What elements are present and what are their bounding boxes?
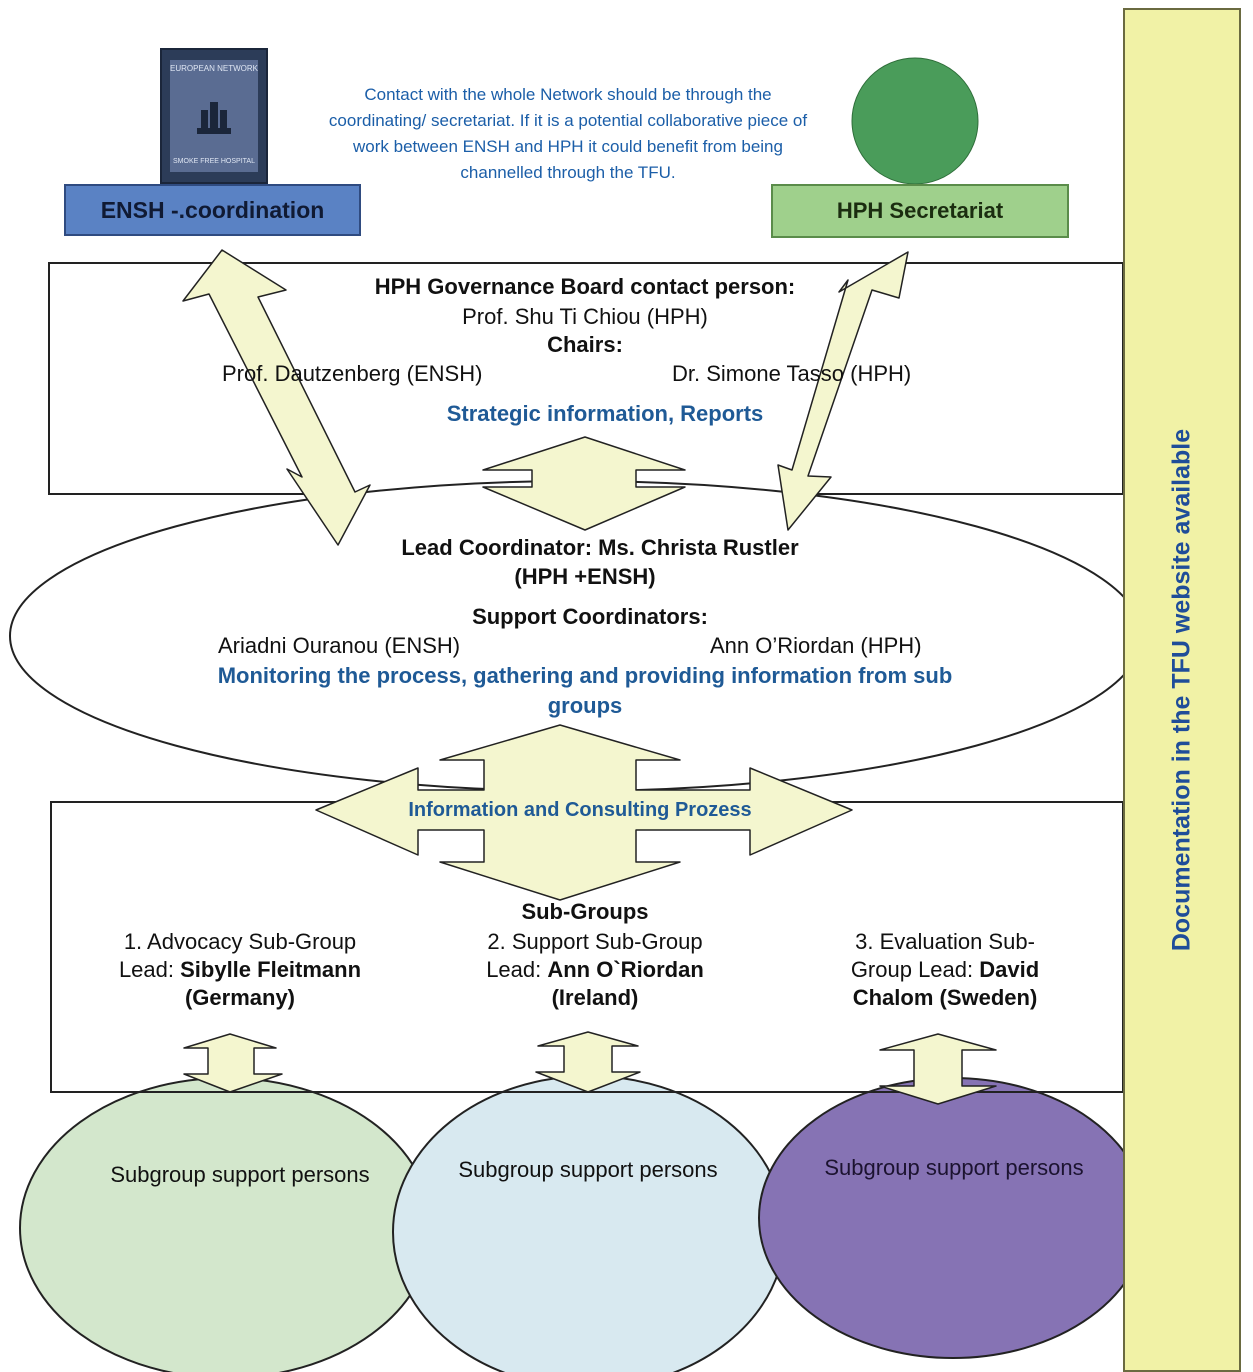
support-circle-advocacy <box>19 1077 433 1372</box>
documentation-bar <box>1123 8 1241 1372</box>
lead-coordinator: Lead Coordinator: Ms. Christa Rustler <box>401 535 799 560</box>
support-coordinator-hph: Ann O’Riordan (HPH) <box>710 633 922 658</box>
subgroup-evaluation: 3. Evaluation Sub- Group Lead: David Cha… <box>800 928 1090 1012</box>
lead-name: David <box>979 957 1040 982</box>
support-circle-support <box>392 1075 786 1372</box>
arrow-subgroup-support <box>535 1031 641 1093</box>
arrow-hph-coordination <box>777 251 909 531</box>
lead-coordinator-org: (HPH +ENSH) <box>514 564 656 589</box>
ensh-logo-panel: EUROPEAN NETWORK SMOKE FREE HOSPITAL <box>170 60 258 172</box>
chairs-label: Chairs: <box>547 332 623 357</box>
lead-prefix: Group Lead: <box>850 957 980 982</box>
subgroup-evaluation-lead: Group Lead: David <box>800 956 1090 984</box>
subgroups-title: Sub-Groups <box>521 899 649 924</box>
chair-hph: Dr. Simone Tasso (HPH) <box>672 361 912 386</box>
subgroup-support: 2. Support Sub-Group Lead: Ann O`Riordan… <box>440 928 750 1012</box>
subgroup-support-lead: Lead: Ann O`Riordan <box>440 956 750 984</box>
arrow-subgroup-evaluation <box>879 1033 997 1105</box>
subgroup-advocacy-lead: Lead: Sibylle Fleitmann <box>80 956 400 984</box>
governance-contact-person: Prof. Shu Ti Chiou (HPH) <box>462 304 708 329</box>
subgroup-support-title: 2. Support Sub-Group <box>487 929 703 954</box>
ensh-logo: EUROPEAN NETWORK SMOKE FREE HOSPITAL <box>160 48 268 184</box>
hph-circle <box>851 57 979 185</box>
support-persons-advocacy: Subgroup support persons <box>110 1162 370 1187</box>
subgroup-advocacy: 1. Advocacy Sub-Group Lead: Sibylle Flei… <box>80 928 400 1012</box>
ensh-coordination-box: ENSH -.coordination <box>64 184 361 236</box>
support-coordinator-ensh: Ariadni Ouranou (ENSH) <box>218 633 461 658</box>
contact-note: Contact with the whole Network should be… <box>328 85 808 182</box>
lead-prefix: Lead: <box>486 957 548 982</box>
governance-title: HPH Governance Board contact person: <box>374 274 796 299</box>
hospital-icon <box>197 102 231 134</box>
hph-secretariat-box: HPH Secretariat <box>771 184 1069 238</box>
monitoring-label: Monitoring the process, gathering and pr… <box>217 663 953 718</box>
documentation-label: Documentation in the TFU website availab… <box>1167 428 1196 952</box>
subgroup-evaluation-country: Chalom (Sweden) <box>852 985 1038 1010</box>
lead-name: Ann O`Riordan <box>547 957 704 982</box>
arrow-governance-coordination <box>482 436 686 531</box>
information-process-label: Information and Consulting Prozess <box>408 799 752 821</box>
support-circle-evaluation <box>758 1077 1148 1359</box>
support-persons-evaluation: Subgroup support persons <box>824 1155 1084 1180</box>
subgroup-advocacy-title: 1. Advocacy Sub-Group <box>123 929 357 954</box>
lead-name: Sibylle Fleitmann <box>180 957 362 982</box>
subgroup-evaluation-title: 3. Evaluation Sub- <box>855 929 1035 954</box>
arrow-ensh-coordination <box>182 249 371 546</box>
support-coordinators-label: Support Coordinators: <box>472 604 708 629</box>
chair-ensh: Prof. Dautzenberg (ENSH) <box>222 361 483 386</box>
subgroup-support-country: (Ireland) <box>551 985 639 1010</box>
lead-prefix: Lead: <box>118 957 181 982</box>
ensh-logo-subtitle: SMOKE FREE HOSPITAL <box>173 158 255 165</box>
strategic-information-label: Strategic information, Reports <box>446 401 764 426</box>
subgroup-advocacy-country: (Germany) <box>184 985 296 1010</box>
support-persons-support: Subgroup support persons <box>458 1157 718 1182</box>
arrow-information-process <box>315 724 853 901</box>
arrow-subgroup-advocacy <box>183 1033 283 1093</box>
ensh-logo-title: EUROPEAN NETWORK <box>170 64 259 73</box>
